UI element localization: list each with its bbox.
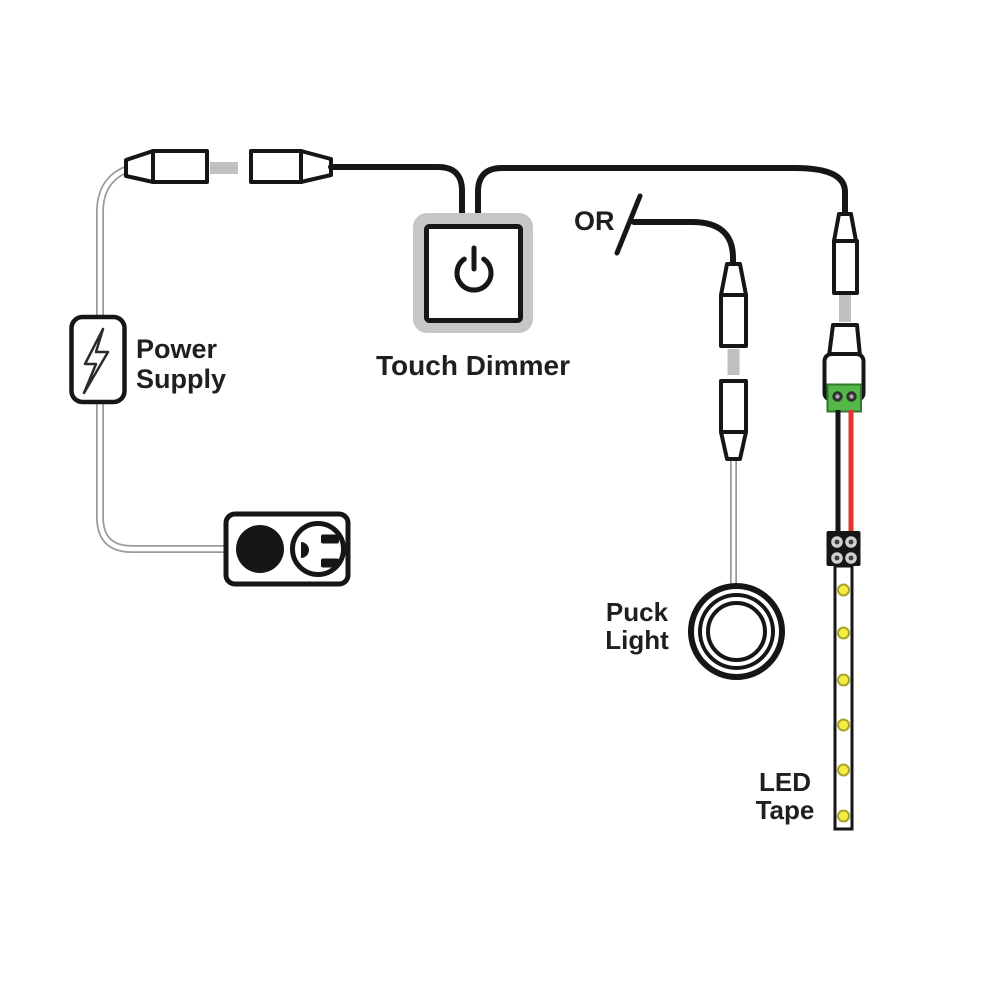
wire-dimmer-to-led-tape [475, 165, 848, 217]
male-connector-body [719, 293, 748, 348]
male-connector-taper [719, 262, 748, 297]
led-tape-strip [833, 564, 854, 831]
or-label: OR [574, 206, 615, 236]
plug-icon [236, 525, 284, 573]
led-chip [837, 673, 850, 687]
female-connector-taper [719, 430, 748, 461]
puck-light-middle-ring [698, 593, 775, 670]
power-supply [69, 314, 127, 405]
male-connector-body [832, 239, 859, 295]
power-supply-label: Power Supply [136, 334, 227, 394]
power-supply-body [69, 314, 127, 405]
connector-pin [727, 349, 740, 375]
socket-slot-bottom [321, 558, 339, 568]
led-chip [837, 583, 850, 597]
connector-pin [839, 295, 851, 322]
led-chip [837, 763, 850, 777]
power-icon [454, 256, 494, 293]
power-supply-cable-bottom [96, 398, 245, 553]
cable-core [97, 398, 245, 552]
led-tape-branch [822, 212, 866, 831]
female-connector-taper [124, 149, 155, 184]
led-chip [837, 809, 850, 823]
touch-dimmer [413, 213, 533, 333]
led-chip [837, 626, 850, 640]
terminal-adapter-cap [827, 323, 862, 358]
terminal-screw-center [835, 394, 840, 399]
wire-or-branch-to-puck [631, 219, 736, 267]
cable-core [97, 163, 139, 320]
female-connector-body [151, 149, 209, 184]
cable-outline [96, 398, 245, 553]
wire-connector-to-dimmer [328, 164, 465, 217]
input-connector-pair [124, 149, 333, 184]
clamp-screw-center [848, 555, 854, 561]
female-connector-body [719, 379, 748, 434]
puck-light-branch [688, 262, 785, 680]
or-break-slash [614, 193, 643, 256]
led-tape-label: LED Tape [755, 767, 815, 825]
puck-light-outer-ring [688, 583, 785, 680]
touch-dimmer-label: Touch Dimmer [376, 350, 570, 381]
dimmer-face [424, 224, 523, 323]
puck-light-label: Puck Light [605, 597, 669, 655]
clamp-screw-center [834, 539, 840, 545]
led-chip [837, 718, 850, 732]
male-connector-body [249, 149, 303, 184]
male-connector-taper [832, 212, 858, 243]
lightning-bolt-icon [82, 327, 110, 395]
socket-slot-top [321, 534, 339, 544]
wall-outlet [223, 511, 351, 587]
terminal-screw-center [849, 394, 854, 399]
clamp-screw-center [834, 555, 840, 561]
puck-light-inner-ring [706, 601, 767, 662]
socket-ground-hole [301, 542, 309, 558]
clamp-screw-center [848, 539, 854, 545]
connector-pin [210, 162, 238, 174]
power-supply-cable-top [96, 162, 139, 320]
male-connector-taper [299, 149, 333, 184]
